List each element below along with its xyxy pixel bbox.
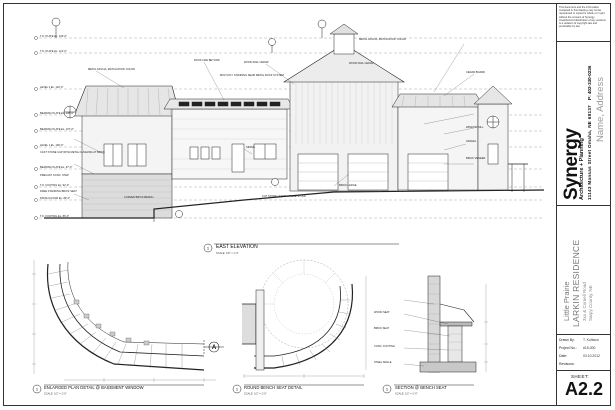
note-brick-ledge: BRICK LEDGE [339,183,357,187]
info-value: T. Kohlson [583,338,599,342]
firm-phone: P: 402-330-0236 [587,65,592,100]
note-brick-veneer: BRICK VENEER [466,156,485,160]
note-wood-seat: WOOD SEAT [374,310,390,314]
level-label: T.O. FOOTING EL. 86'-0" [40,214,69,218]
disclaimer-text: This document and the information contai… [559,6,606,29]
project-title: LARKIN RESIDENCE [571,239,581,327]
title-block: This document and the information contai… [556,4,611,405]
view-number-section: 1 [386,387,389,392]
info-value: 03.10.2012 [583,354,600,358]
level-label: BEARING PLATE EL. 97'-0" [40,165,72,169]
level-markers [34,36,38,220]
left-wing [63,85,181,219]
drawing-area: 1 1 1 1 A EAST ELEVATION SCALE: 1/8" = 1… [4,4,556,405]
grade-line [44,189,545,219]
level-label: LEVEL 1 EL. 100'-0" [40,143,64,147]
info-value: #15-000 [583,346,596,350]
main-tower [282,23,406,192]
center-wing [163,98,295,180]
section-title: SECTION @ BENCH SEAT [395,385,447,390]
drawing-sheet: 1 1 1 1 A EAST ELEVATION SCALE: 1/8" = 1… [3,3,611,406]
level-label: FINISH FLOOR EL. 89'-0" [40,196,70,200]
note-roof-line: ROOF LINE BEYOND [194,58,220,62]
sheet-cell: SHEET: A2.2 [557,371,611,405]
bench-detail-title: ROUND BENCH SEAT DETAIL [244,385,303,390]
level-label: BEARING PLATE EL. 108'-0" [40,111,74,115]
info-label: Project No.: [559,346,577,350]
note-wood-rail: WOOD RAIL CEDAR [244,60,269,64]
east-elevation-title: EAST ELEVATION [216,244,258,250]
view-number-plan: 1 [36,387,39,392]
plan-detail-scale: SCALE: 1/2" = 1'-0" [44,392,67,396]
level-label: T.O. PLATE EL. 121'-0" [40,49,67,53]
leader-lines [73,43,475,201]
plan-detail-title: ENLARGED PLAN DETAIL @ BASEMENT WINDOW [44,385,144,390]
level-label: T.O. PLATE EL. 130'-0" [40,34,67,38]
note-multi-ply: MULTI-PLY STANDING SEAM METAL ROOF SYSTE… [220,73,284,77]
note-cut-stone: CUT STONE LEDGE / FALSE STOOL [262,194,307,198]
project-cell: Little Prairie LARKIN RESIDENCE 3xx & Co… [557,231,611,335]
note-window-sill: WINDOW SILL [466,125,484,129]
note-free-standing: FREE STANDING BRICK SEAT [40,189,77,193]
level-label: LEVEL 2 EL. 110'-0" [40,85,63,89]
note-gravel: GRAVEL [466,139,477,143]
bench-detail-drawing [242,259,367,378]
sheet-number: A2.2 [564,379,604,399]
note-metal-fascia-right: METAL FASCIA, MATCH ROOF COLOR [359,37,406,41]
info-label: Drawn By: [559,338,575,342]
note-precast: PRECAST CONC. STEP [40,173,69,177]
info-label: Date: [559,354,568,358]
note-concrete-footing: CONC. FOOTING [374,344,395,348]
disclaimer-cell: This document and the information contai… [557,4,611,42]
note-steel-angle: STEEL ANGLE [374,360,392,364]
client-name-address: Name, Address [595,77,606,142]
view-number-bench: 1 [236,387,239,392]
note-stone-veneer: CAST STONE CAP WITH METAL FLASHING AT BR… [40,150,105,154]
level-label: T.O. FOOTING EL. 92'-0" [40,183,69,187]
firm-cell: Synergy Architecture + Planning 11143 Ma… [557,42,611,206]
note-wood-rail-cedar: WOOD RAIL CEDAR [349,61,374,65]
project-location: 3xx & Cornell Road [582,282,587,321]
note-siding: SIDING [246,145,255,149]
section-scale: SCALE: 1/2" = 1'-0" [395,392,418,396]
note-curved-brick: CURVED BRICK BENCH [124,195,153,199]
section-marker: A [212,345,217,351]
east-elevation-scale: SCALE: 1/8" = 1'-0" [216,251,239,255]
level-label: BEARING PLATE EL. 107'-0" [40,127,74,131]
info-label: Revisions: [559,362,575,366]
sheet-label: SHEET: [571,374,590,379]
firm-tagline: Architecture + Planning [579,138,585,200]
firm-address: 11143 Mansas Street Omaha, NE 68137 [587,104,592,200]
note-metal-fascia: METAL FASCIA, MATCH ROOF COLOR [88,67,135,71]
view-number-elevation: 1 [207,246,210,251]
plan-detail-drawing [32,260,224,382]
bench-detail-scale: SCALE: 1/2" = 1'-0" [244,392,267,396]
section-drawing [403,275,488,373]
lamp-markers [51,17,327,218]
right-wing [391,85,528,192]
project-name: Little Prairie [562,281,571,321]
project-county: Sarpy County, NE [588,285,593,321]
architectural-drawing: 1 1 1 1 A EAST ELEVATION SCALE: 1/8" = 1… [32,17,545,396]
info-cell: Drawn By: T. Kohlson Project No.: #15-00… [557,335,611,371]
note-cedar-board: CEDAR BOARD [466,70,485,74]
note-brick-seat: BRICK SEAT [374,326,390,330]
